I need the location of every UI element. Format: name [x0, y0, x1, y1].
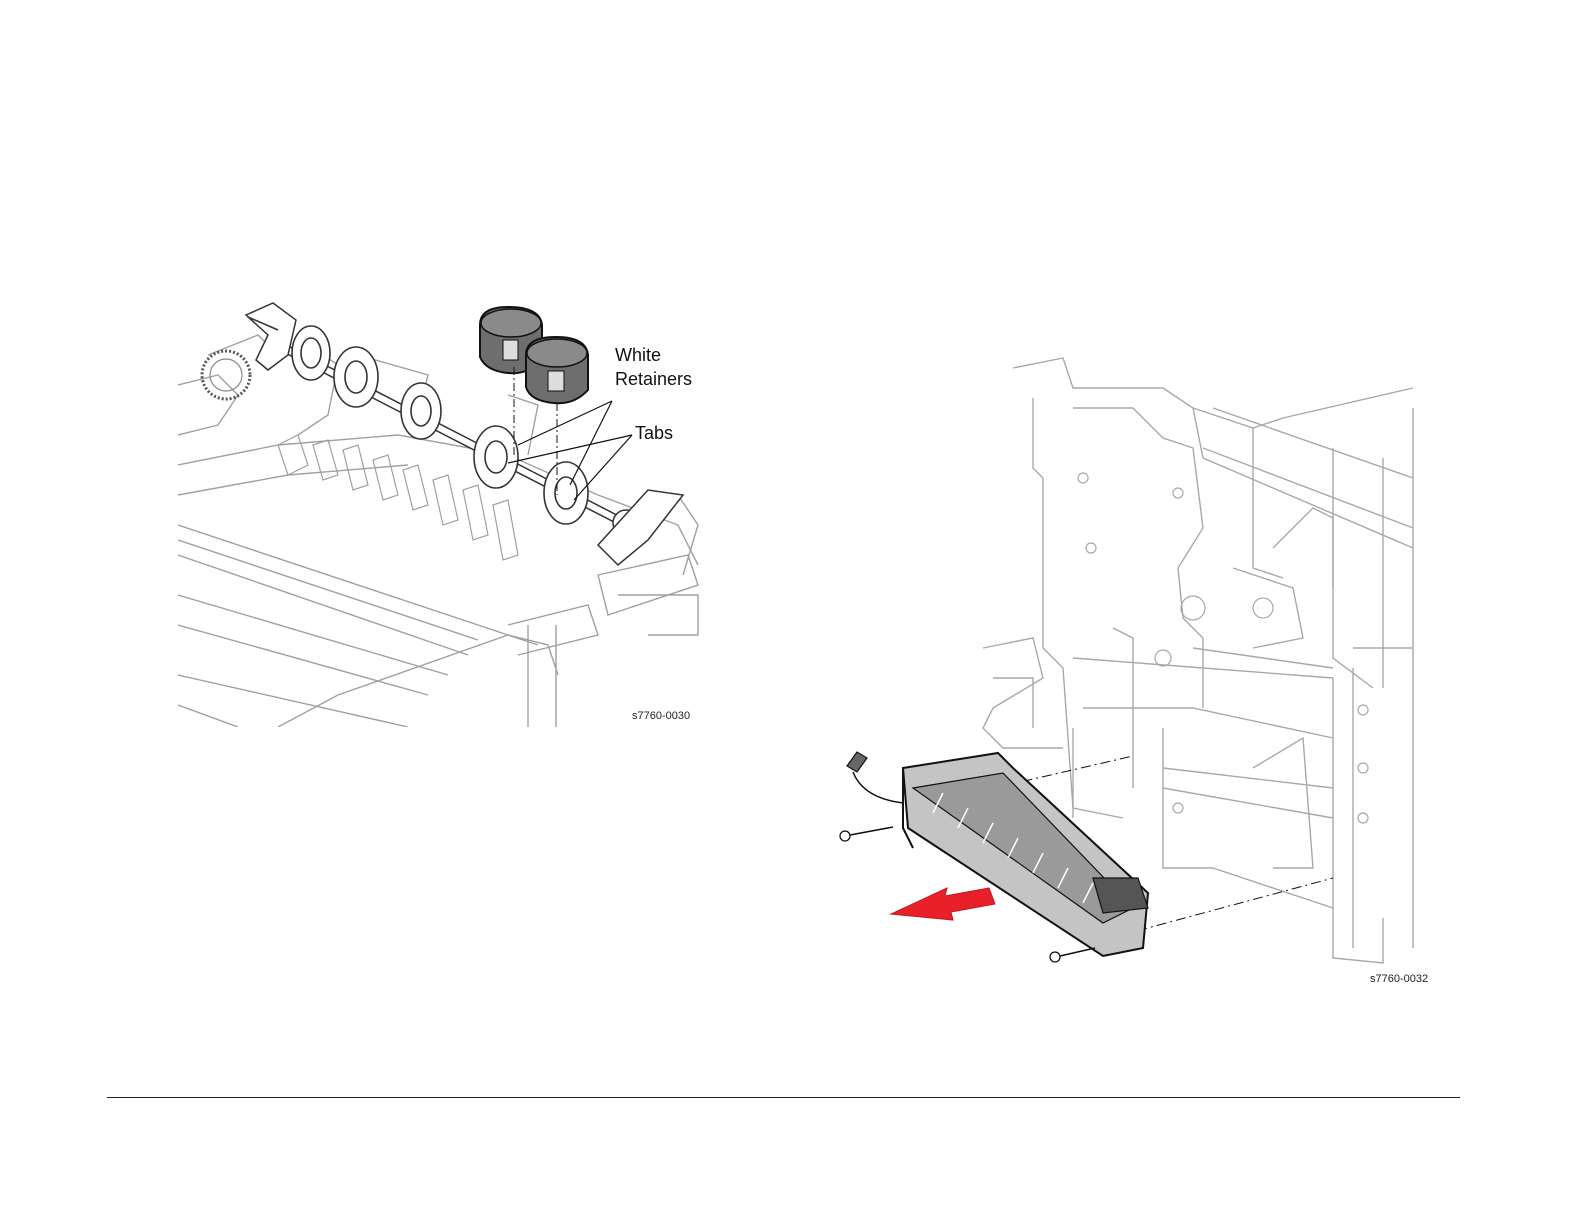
drive-gear-icon	[202, 351, 250, 399]
cable-connector-icon	[847, 752, 903, 803]
module-removal-illustration: s7760-0032	[833, 348, 1433, 996]
roller-2	[334, 347, 378, 407]
screw-bottom-icon	[1050, 948, 1095, 962]
feed-roller-illustration: White Retainers Tabs s7760-0030	[178, 295, 718, 727]
figure-id-left: s7760-0030	[632, 710, 690, 722]
roller-1	[292, 326, 330, 380]
right-shaft-bracket	[598, 490, 683, 565]
screw-left-icon	[840, 827, 893, 841]
roller-3	[401, 383, 441, 439]
removal-direction-arrow-icon	[891, 888, 995, 920]
retainer-right-icon	[526, 337, 588, 403]
callout-white: White	[615, 343, 661, 367]
roller-4	[474, 426, 518, 488]
roller-5	[544, 462, 588, 524]
extracted-module-part	[903, 753, 1148, 956]
chassis-holes	[1078, 473, 1368, 823]
callout-tabs: Tabs	[635, 421, 673, 445]
page-footer-rule	[107, 1097, 1460, 1098]
printer-frame-drawing	[833, 348, 1433, 996]
white-retainer-parts	[480, 307, 588, 403]
callout-retainers: Retainers	[615, 367, 692, 391]
figure-id-right: s7760-0032	[1370, 973, 1428, 985]
